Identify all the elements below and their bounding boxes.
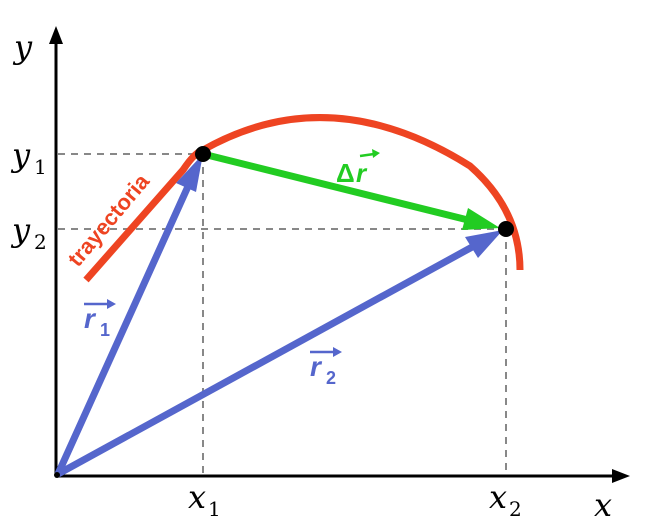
tick-y2-sub: 2 <box>34 230 47 254</box>
tick-x1: x 1 <box>188 478 221 521</box>
r1-label-sub: 1 <box>100 320 110 340</box>
r1-label-base: r <box>84 303 97 334</box>
r2-vector-shaft <box>56 242 476 478</box>
r1-label: r 1 <box>84 299 116 340</box>
r1-vector-shaft <box>54 180 194 476</box>
tick-y2-base: y <box>10 211 31 249</box>
r1-vector-head <box>176 154 203 192</box>
delta-r-vector-head <box>462 208 500 230</box>
r2-label-base: r <box>310 351 323 382</box>
r2-label-sub: 2 <box>326 368 336 388</box>
delta-r-label-base: r <box>356 158 368 188</box>
r1-label-overarrow-head <box>107 299 116 309</box>
tick-x2-base: x <box>489 478 507 516</box>
delta-r-label-prefix: Δ <box>336 158 355 188</box>
tick-x2-sub: 2 <box>509 497 522 521</box>
y-axis-arrowhead <box>49 26 63 44</box>
tick-y1: y 1 <box>10 136 47 179</box>
x-axis-arrowhead <box>612 469 630 483</box>
origin-point <box>54 472 60 478</box>
tick-y1-sub: 1 <box>34 155 47 179</box>
tick-x1-base: x <box>188 478 206 516</box>
delta-r-label-overarrow-head <box>372 149 380 158</box>
r2-vector-head <box>465 230 503 258</box>
delta-r-vector-shaft <box>202 150 469 224</box>
guide-lines <box>58 153 507 476</box>
delta-r-label: Δ r <box>336 149 380 188</box>
r2-label-overarrow-head <box>333 347 342 357</box>
point-1 <box>195 146 211 162</box>
tick-x1-sub: 1 <box>208 497 221 521</box>
r2-label: r 2 <box>310 347 342 388</box>
x-axis-label: x <box>594 486 612 524</box>
y-axis-label: y <box>12 28 33 66</box>
tick-y1-base: y <box>10 136 31 174</box>
delta-r-label-overarrow <box>359 152 375 158</box>
tick-x2: x 2 <box>489 478 522 521</box>
tick-y2: y 2 <box>10 211 47 254</box>
point-2 <box>498 221 514 237</box>
